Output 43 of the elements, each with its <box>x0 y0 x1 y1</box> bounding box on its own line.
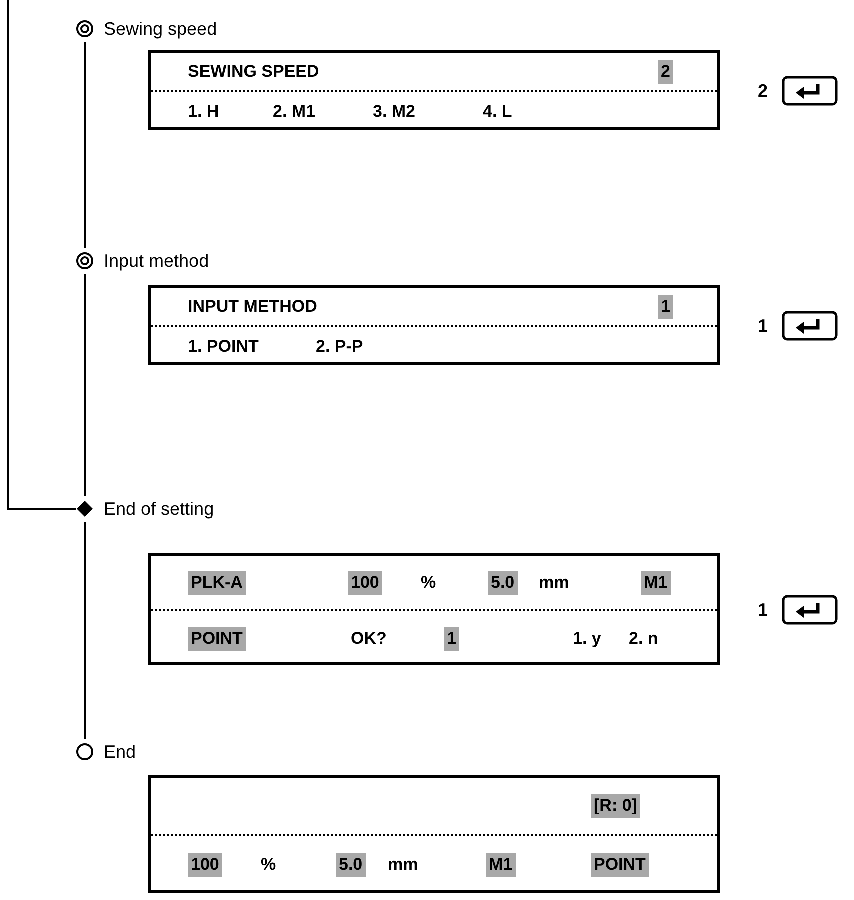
display-text: 3. M2 <box>373 100 416 122</box>
display-text: 1. y <box>573 628 602 650</box>
highlighted-value: 100 <box>188 853 222 877</box>
key-count: 1 <box>758 314 768 338</box>
display-text: mm <box>539 572 570 594</box>
flow-line <box>7 0 76 510</box>
highlighted-value: PLK-A <box>188 570 246 594</box>
highlighted-value: POINT <box>591 853 649 877</box>
key-count: 1 <box>758 598 768 622</box>
display-text: 2. n <box>629 628 658 650</box>
display-panel <box>148 50 720 130</box>
step-heading: End of setting <box>104 498 214 521</box>
step-heading: Sewing speed <box>104 18 218 41</box>
highlighted-value: 1 <box>658 294 674 318</box>
step-heading: Input method <box>104 250 210 273</box>
display-text: % <box>421 572 436 594</box>
highlighted-value: 2 <box>658 60 674 84</box>
highlighted-value: 5.0 <box>336 853 366 877</box>
display-text: mm <box>388 854 418 876</box>
display-text: INPUT METHOD <box>188 296 318 318</box>
highlighted-value: POINT <box>188 626 246 650</box>
display-text: SEWING SPEED <box>188 60 320 82</box>
flow-line <box>84 42 86 248</box>
display-text: 1. H <box>188 100 220 122</box>
highlighted-value: 5.0 <box>488 570 518 594</box>
key-count: 2 <box>758 80 768 102</box>
display-text: 2. M1 <box>273 100 316 122</box>
highlighted-value: M1 <box>641 570 671 594</box>
display-text: 1. POINT <box>188 336 259 358</box>
display-text: 4. L <box>483 100 512 122</box>
highlighted-value: 100 <box>348 570 382 594</box>
highlighted-value: 1 <box>444 626 460 650</box>
flow-line <box>84 274 86 496</box>
highlighted-value: M1 <box>486 853 516 877</box>
step-heading: End <box>104 740 136 764</box>
highlighted-value: [R: 0] <box>591 794 640 818</box>
display-panel <box>148 285 720 365</box>
display-text: OK? <box>351 628 387 650</box>
display-text: % <box>261 854 276 876</box>
flow-line <box>84 522 86 739</box>
display-text: 2. P-P <box>316 336 364 358</box>
display-panel <box>148 775 720 893</box>
display-panel <box>148 553 720 665</box>
